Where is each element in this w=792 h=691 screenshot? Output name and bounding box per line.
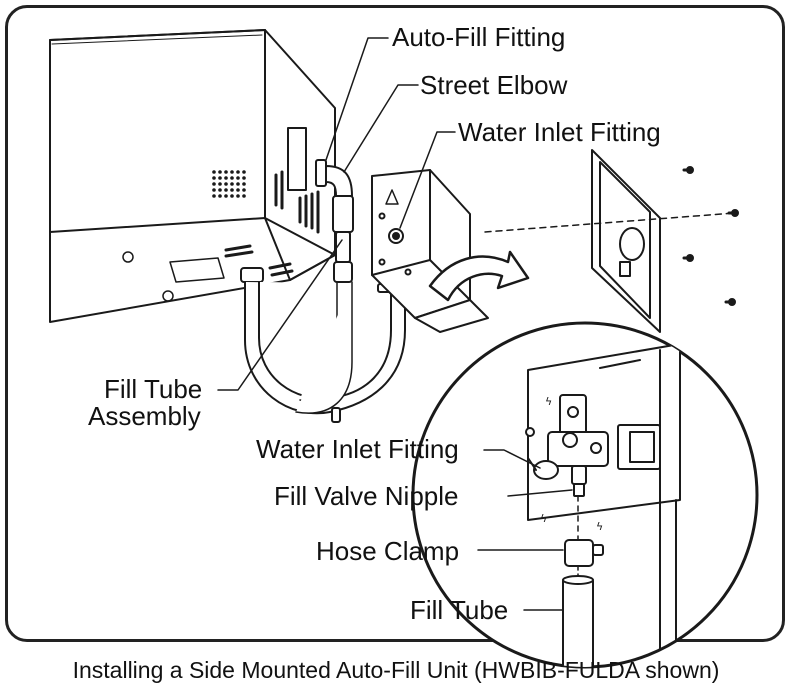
label-fill-tube-assembly-line1: Fill Tube: [104, 374, 203, 404]
svg-text:ϟ: ϟ: [540, 512, 547, 525]
leader-lines: [217, 37, 573, 611]
detail-view: ϟ ϟ ϟ: [411, 321, 759, 669]
label-fill-valve-nipple: Fill Valve Nipple: [274, 481, 459, 511]
cover-panel: [484, 149, 739, 333]
svg-text:ϟ: ϟ: [596, 520, 603, 533]
label-water-inlet-fitting-top: Water Inlet Fitting: [458, 117, 661, 147]
label-water-inlet-fitting-detail: Water Inlet Fitting: [256, 434, 459, 464]
label-hose-clamp: Hose Clamp: [316, 536, 460, 566]
label-auto-fill-fitting: Auto-Fill Fitting: [392, 22, 566, 52]
label-fill-tube-assembly-line2: Assembly: [88, 401, 201, 431]
auto-fill-fitting: [315, 159, 354, 283]
label-street-elbow: Street Elbow: [420, 70, 568, 100]
fill-tube-assembly: [240, 267, 409, 423]
figure-caption: Installing a Side Mounted Auto-Fill Unit…: [72, 657, 720, 683]
label-fill-tube: Fill Tube: [410, 595, 509, 625]
detail-arrow: [428, 250, 530, 302]
ice-bin-cabinet: [49, 29, 336, 323]
svg-text:ϟ: ϟ: [545, 395, 552, 408]
